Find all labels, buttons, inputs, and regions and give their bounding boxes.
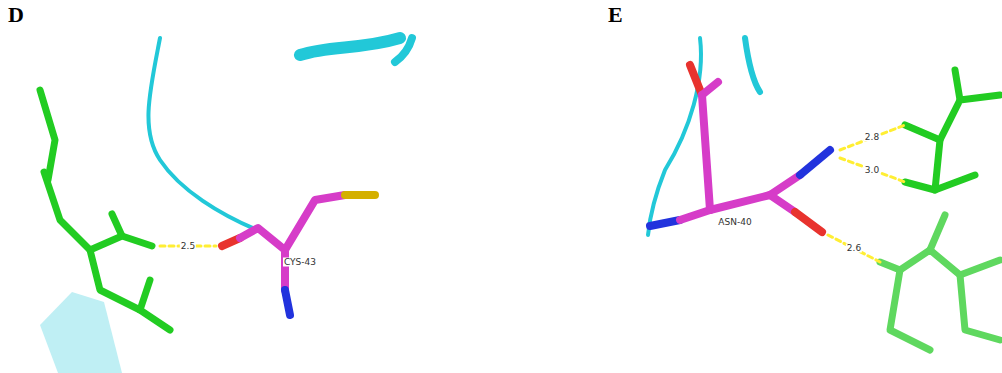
panel-letter: E	[608, 4, 623, 26]
distance-dashes	[828, 125, 905, 262]
beta-sheet	[300, 38, 400, 55]
residue-label: CYS-43	[283, 258, 317, 267]
backbone-ribbon	[148, 38, 262, 232]
distance-label: 2.8	[864, 133, 880, 142]
distance-label: 2.5	[180, 242, 196, 251]
backbone-ribbon	[395, 38, 412, 62]
green-residue-sticks	[905, 70, 1000, 190]
cysteine-sticks	[222, 195, 375, 315]
panel-letter: D	[8, 4, 24, 26]
green-residue-sticks	[40, 90, 170, 330]
beta-sheet	[40, 292, 122, 373]
distance-label: 3.0	[864, 166, 880, 175]
residue-label: ASN-40	[717, 218, 752, 227]
asparagine-sticks	[650, 65, 830, 232]
distance-label: 2.6	[846, 244, 862, 253]
beta-sheet	[745, 38, 760, 92]
green-residue-sticks	[880, 215, 1000, 350]
